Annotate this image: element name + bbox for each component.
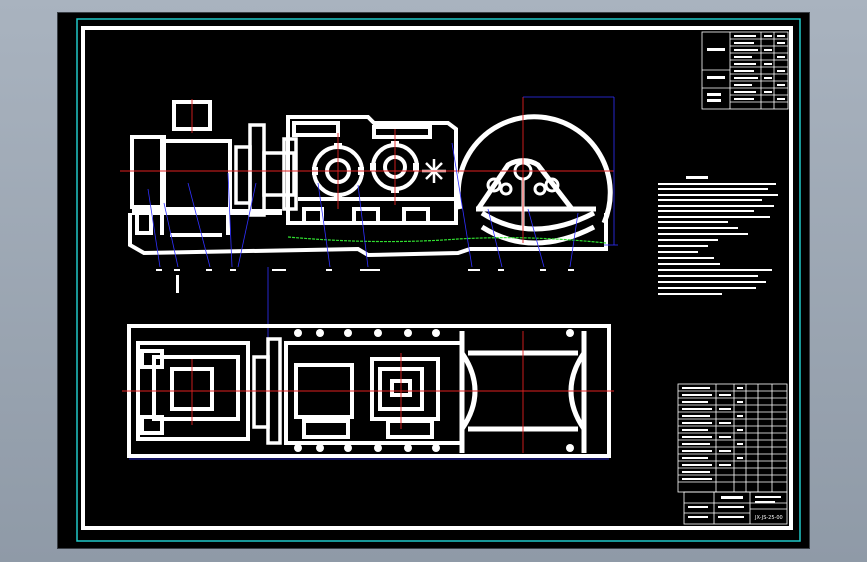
technical-notes bbox=[658, 176, 778, 295]
title-block bbox=[683, 491, 788, 525]
base-frame bbox=[128, 213, 608, 258]
bolt-pattern bbox=[294, 329, 574, 452]
title-block-text bbox=[688, 496, 781, 518]
inner-frame bbox=[81, 26, 793, 530]
section-hatch-line bbox=[287, 236, 607, 244]
cad-viewport[interactable]: JX-JS-25-00 bbox=[58, 13, 809, 548]
drawing-number: JX-JS-25-00 bbox=[754, 515, 783, 521]
revision-table bbox=[701, 31, 789, 110]
centerlines bbox=[120, 97, 614, 243]
motor bbox=[130, 100, 232, 237]
front-view bbox=[120, 96, 618, 365]
outer-frame bbox=[76, 18, 801, 542]
dimension-lines bbox=[147, 96, 618, 365]
winch-drum bbox=[455, 114, 613, 246]
parts-list-text bbox=[682, 387, 743, 480]
balloon-numbers bbox=[156, 269, 574, 293]
reducer-top bbox=[284, 341, 464, 445]
revision-table-text bbox=[707, 35, 785, 102]
engineering-drawing: JX-JS-25-00 bbox=[76, 18, 801, 542]
top-view bbox=[122, 324, 614, 460]
top-centerlines bbox=[122, 331, 614, 453]
